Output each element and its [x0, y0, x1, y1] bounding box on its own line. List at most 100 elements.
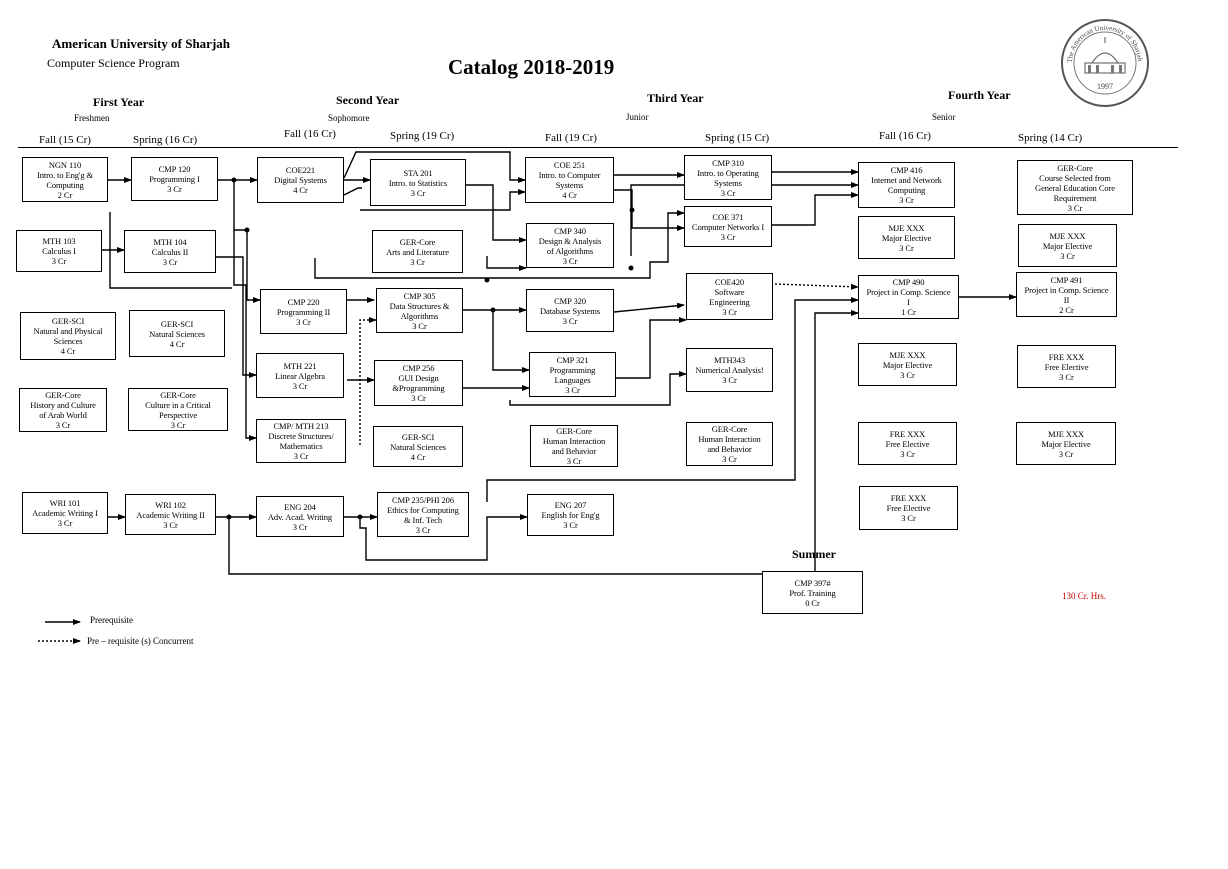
course-title-line: Course Selected from: [1039, 172, 1111, 183]
course-title-line: Free Elective: [886, 503, 931, 513]
course-title-line: Natural and Physical: [33, 326, 103, 336]
course-title-line: Intro. to Computer: [538, 170, 601, 180]
course-code: CMP 321: [556, 354, 589, 365]
course-credits: 3 Cr: [899, 242, 914, 253]
year-2-spring: Spring (19 Cr): [390, 130, 455, 142]
course-credits: 3 Cr: [722, 454, 737, 464]
course-title-line: Academic Writing I: [32, 508, 98, 518]
course-title-line: Free Elective: [885, 438, 930, 449]
concurrent-lines: [359, 283, 859, 445]
legend-prerequisite-label: Prerequisite: [90, 615, 133, 625]
course-credits: 1 Cr: [901, 307, 916, 317]
course-credits: 3 Cr: [720, 231, 736, 242]
course-credits: 3 Cr: [900, 448, 915, 459]
course-title-line: Software: [714, 286, 745, 297]
course-code: CMP 490: [892, 277, 925, 287]
course-title-line: Natural Sciences: [390, 441, 446, 452]
course-title-line: Systems: [555, 180, 584, 190]
course-credits: 4 Cr: [169, 338, 185, 349]
course-title-line: Ethics for Computing: [387, 504, 459, 515]
course-credits: 4 Cr: [293, 185, 308, 195]
course-credits: 3 Cr: [722, 375, 737, 385]
course-title-line: Prof. Training: [789, 587, 836, 598]
course-title-line: Engineering: [709, 296, 750, 307]
course-code: CMP 256: [402, 363, 435, 373]
course-code: MTH 221: [283, 360, 317, 371]
course-title-line: and Behavior: [707, 444, 752, 454]
junction-dots: [226, 177, 635, 520]
year-2-level: Sophomore: [328, 113, 370, 123]
course-title-line: Digital Systems: [274, 175, 327, 185]
course-title-line: & Inf. Tech: [403, 514, 443, 525]
course-credits: 3 Cr: [901, 513, 916, 523]
course-code: MTH 104: [153, 236, 187, 247]
course-title-line: Computer Networks I: [691, 221, 765, 232]
course-title-line: Adv. Acad. Writing: [267, 511, 333, 522]
course-title-line: Programming II: [276, 306, 331, 317]
course-code: WRI 102: [155, 499, 186, 510]
course-title-line: Major Elective: [1042, 240, 1093, 251]
course-code: COE 251: [553, 160, 586, 170]
course-title-line: Calculus I: [42, 246, 76, 256]
course-credits: 4 Cr: [60, 346, 76, 356]
course-code: MJE XXX: [889, 349, 926, 360]
course-title-line: General Education Core: [1035, 182, 1115, 193]
course-code: FRE XXX: [1048, 351, 1085, 362]
course-code: FRE XXX: [889, 428, 926, 439]
course-credits: 3 Cr: [1059, 371, 1074, 382]
course-credits: 2 Cr: [1059, 304, 1074, 315]
course-credits: 3 Cr: [57, 518, 73, 528]
course-title-line: Natural Sciences: [149, 328, 205, 339]
course-credits: 3 Cr: [293, 451, 309, 461]
university-name: American University of Sharjah: [52, 36, 231, 51]
year-1-level: Freshmen: [74, 113, 110, 123]
prerequisite-arrows: [102, 151, 1017, 575]
course-title-line: Systems: [714, 177, 742, 188]
year-1-spring: Spring (16 Cr): [133, 134, 198, 146]
course-code: NGN 110: [48, 159, 82, 170]
course-title-line: Requirement: [1053, 192, 1097, 203]
course-code: COE420: [714, 276, 745, 287]
course-title-line: Major Elective: [1041, 438, 1091, 449]
course-credits: 4 Cr: [410, 451, 426, 462]
course-title-line: Programming I: [149, 174, 200, 184]
course-title-line: Academic Writing II: [136, 509, 205, 520]
course-code: MJE XXX: [888, 222, 925, 233]
course-credits: 3 Cr: [722, 306, 737, 317]
course-title-line: Intro. to Statistics: [388, 177, 448, 188]
course-title-line: Sciences: [53, 336, 83, 346]
course-credits: 3 Cr: [292, 521, 308, 532]
course-credits: 3 Cr: [563, 520, 578, 530]
course-code: CMP 235/PHI 206: [392, 494, 454, 505]
year-4-spring: Spring (14 Cr): [1018, 132, 1083, 144]
year-3-level: Junior: [626, 112, 649, 122]
university-seal-logo: The American University of Sharjah 1997: [1061, 19, 1149, 107]
course-credits: 3 Cr: [162, 256, 178, 267]
course-code: CMP 416: [890, 165, 923, 175]
course-credits: 2 Cr: [57, 189, 73, 200]
course-title-line: Intro. to Eng'g &: [36, 169, 94, 180]
year-1-title: First Year: [93, 95, 145, 109]
course-code: CMP/ MTH 213: [273, 421, 329, 431]
course-title-line: Project in Comp. Science: [866, 287, 951, 297]
course-credits: 3 Cr: [720, 187, 736, 198]
course-code: CMP 491: [1050, 274, 1083, 285]
